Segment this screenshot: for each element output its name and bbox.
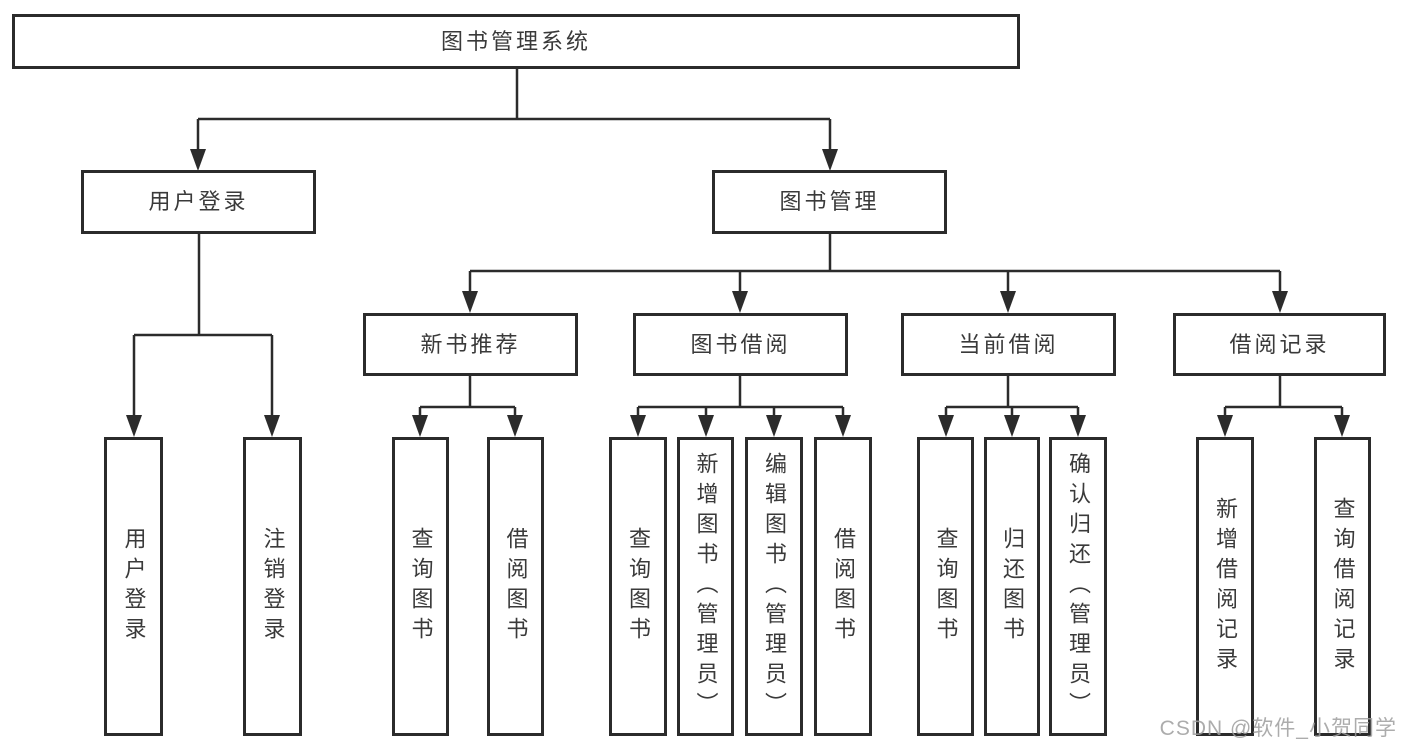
arrow-icon <box>1000 291 1016 313</box>
arrow-icon <box>264 415 280 437</box>
wire-root <box>196 69 832 151</box>
arrow-icon <box>732 291 748 313</box>
node-user-login: 用户登录 <box>81 170 316 234</box>
leaf-borrow-books: 借阅图书 <box>814 437 872 736</box>
arrow-icon <box>822 149 838 171</box>
wire-new-book <box>418 376 517 417</box>
leaf-add-borrow-record: 新增借阅记录 <box>1196 437 1254 736</box>
node-book-borrow: 图书借阅 <box>633 313 848 376</box>
arrow-icon <box>462 291 478 313</box>
arrow-icon <box>1004 415 1020 437</box>
arrow-icon <box>1070 415 1086 437</box>
leaf-confirm-return-admin: 确认归还（管理员） <box>1049 437 1107 736</box>
leaf-query-borrow-record: 查询借阅记录 <box>1314 437 1371 736</box>
leaf-return-books: 归还图书 <box>984 437 1040 736</box>
arrow-icon <box>698 415 714 437</box>
arrow-icon <box>835 415 851 437</box>
arrow-icon <box>938 415 954 437</box>
wire-book-management <box>468 234 1282 293</box>
node-new-book-recommend: 新书推荐 <box>363 313 578 376</box>
leaf-query-books-borrow: 查询图书 <box>609 437 667 736</box>
wire-book-borrow <box>636 376 845 417</box>
arrow-icon <box>1217 415 1233 437</box>
arrow-icon <box>766 415 782 437</box>
leaf-user-login: 用户登录 <box>104 437 163 736</box>
node-borrow-records: 借阅记录 <box>1173 313 1386 376</box>
wire-borrow-record <box>1223 376 1344 417</box>
arrow-icon <box>126 415 142 437</box>
node-current-borrow: 当前借阅 <box>901 313 1116 376</box>
arrow-icon <box>1334 415 1350 437</box>
arrow-icon <box>507 415 523 437</box>
arrow-icon <box>190 149 206 171</box>
arrow-icon <box>412 415 428 437</box>
wire-user-login <box>132 234 274 417</box>
leaf-query-books-current: 查询图书 <box>917 437 974 736</box>
wire-current-borrow <box>944 376 1080 417</box>
leaf-borrow-books-recommend: 借阅图书 <box>487 437 544 736</box>
leaf-add-books-admin: 新增图书（管理员） <box>677 437 734 736</box>
arrowheads <box>126 149 1350 437</box>
leaf-query-books-recommend: 查询图书 <box>392 437 449 736</box>
leaf-edit-books-admin: 编辑图书（管理员） <box>745 437 803 736</box>
arrow-icon <box>1272 291 1288 313</box>
connector-paths <box>132 69 1344 417</box>
leaf-logout: 注销登录 <box>243 437 302 736</box>
node-library-management-system: 图书管理系统 <box>12 14 1020 69</box>
watermark: CSDN @软件_小贺同学 <box>1159 717 1397 740</box>
arrow-icon <box>630 415 646 437</box>
node-book-management: 图书管理 <box>712 170 947 234</box>
